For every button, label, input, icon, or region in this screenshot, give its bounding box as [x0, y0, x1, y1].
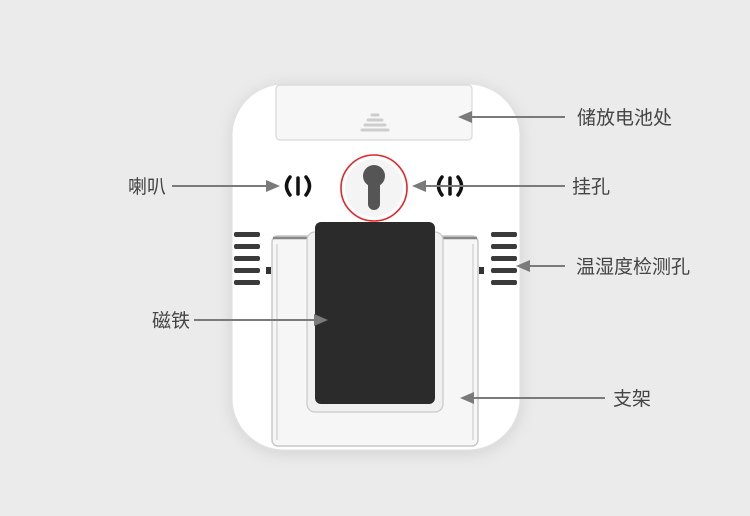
arrow-left-icon	[458, 111, 472, 123]
callout-stand: 支架	[460, 388, 651, 410]
callout-hanging-hole: 挂孔	[412, 176, 610, 198]
arrow-right-icon	[314, 314, 328, 326]
callout-battery: 储放电池处	[458, 107, 672, 129]
arrow-left-icon	[516, 260, 530, 272]
magnet	[315, 222, 435, 404]
grip-lines-icon	[360, 113, 390, 132]
callout-sensor-vent: 温湿度检测孔	[516, 256, 690, 278]
label-speaker: 喇叭	[128, 176, 166, 198]
label-battery: 储放电池处	[577, 107, 672, 129]
vent-slots-icon	[491, 232, 517, 285]
label-sensor-vent: 温湿度检测孔	[576, 256, 690, 278]
arrow-left-icon	[460, 392, 474, 404]
keyhole-icon	[363, 165, 385, 210]
battery-door	[275, 84, 473, 141]
label-magnet: 磁铁	[152, 310, 190, 332]
arrow-right-icon	[266, 180, 280, 192]
speaker-icon	[284, 175, 312, 197]
label-stand: 支架	[613, 388, 651, 410]
highlight-ring	[340, 154, 408, 222]
device	[231, 83, 521, 451]
callout-speaker: 喇叭	[128, 176, 280, 198]
arrow-left-icon	[412, 180, 426, 192]
vent-slots-icon	[234, 232, 260, 285]
callout-magnet: 磁铁	[152, 310, 328, 332]
label-hanging-hole: 挂孔	[572, 176, 610, 198]
